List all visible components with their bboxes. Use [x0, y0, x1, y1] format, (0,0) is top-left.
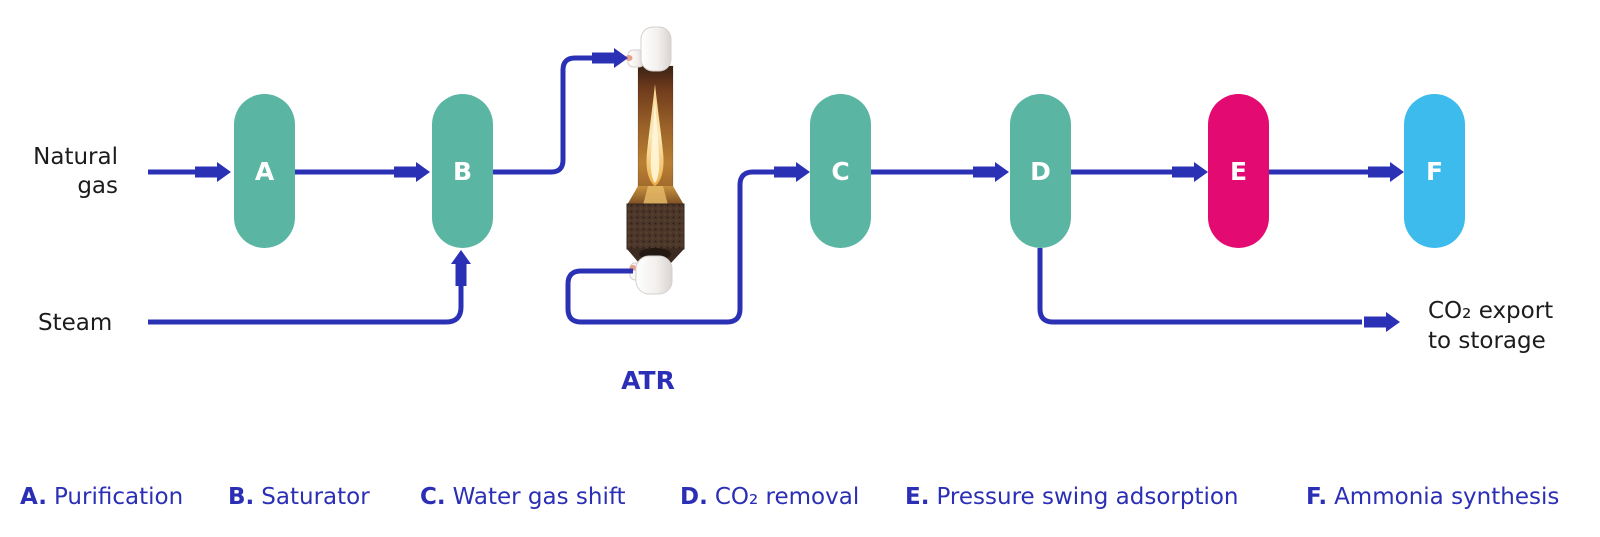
- line-atr-to-c: [565, 169, 777, 325]
- legend-key-e: E.: [905, 484, 930, 510]
- pill-b: B: [432, 94, 493, 248]
- legend-item-e: E.Pressure swing adsorption: [905, 484, 1239, 510]
- legend-label-a: Purification: [53, 484, 184, 510]
- co2-export-label: CO₂ export to storage: [1428, 298, 1554, 354]
- atr-label: ATR: [621, 366, 675, 395]
- legend-item-f: F.Ammonia synthesis: [1306, 484, 1559, 510]
- line-b-to-atr: [493, 55, 594, 175]
- pill-d: D: [1010, 94, 1071, 248]
- pill-e: E: [1208, 94, 1269, 248]
- natural-gas-label: Natural gas: [33, 144, 118, 199]
- legend-label-c: Water gas shift: [452, 484, 626, 510]
- pill-e-letter: E: [1229, 156, 1248, 186]
- legend-item-b: B.Saturator: [228, 484, 370, 510]
- legend-key-a: A.: [20, 484, 47, 510]
- atr-vessel-illustration: [625, 26, 685, 295]
- legend-item-d: D.CO₂ removal: [680, 484, 859, 510]
- pill-f: F: [1404, 94, 1465, 248]
- pill-c: C: [810, 94, 871, 248]
- steam-label: Steam: [38, 310, 113, 336]
- legend-key-c: C.: [420, 484, 446, 510]
- legend-label-d: CO₂ removal: [714, 484, 860, 510]
- pill-a-letter: A: [254, 156, 275, 186]
- line-steam-to-b: [148, 286, 464, 325]
- legend-key-d: D.: [680, 484, 708, 510]
- pill-b-letter: B: [452, 156, 473, 186]
- pill-d-letter: D: [1030, 156, 1051, 186]
- legend-label-f: Ammonia synthesis: [1334, 484, 1560, 510]
- pill-a: A: [234, 94, 295, 248]
- legend-item-a: A.Purification: [20, 484, 183, 510]
- legend-label-e: Pressure swing adsorption: [936, 484, 1239, 510]
- legend-item-c: C.Water gas shift: [420, 484, 626, 510]
- pill-c-letter: C: [831, 156, 850, 186]
- line-d-to-co2-export: [1037, 248, 1362, 325]
- pill-f-letter: F: [1425, 156, 1444, 186]
- legend-key-f: F.: [1306, 484, 1328, 510]
- flow-lines-svg: [148, 26, 1404, 332]
- legend-label-b: Saturator: [261, 484, 370, 510]
- legend-key-b: B.: [228, 484, 255, 510]
